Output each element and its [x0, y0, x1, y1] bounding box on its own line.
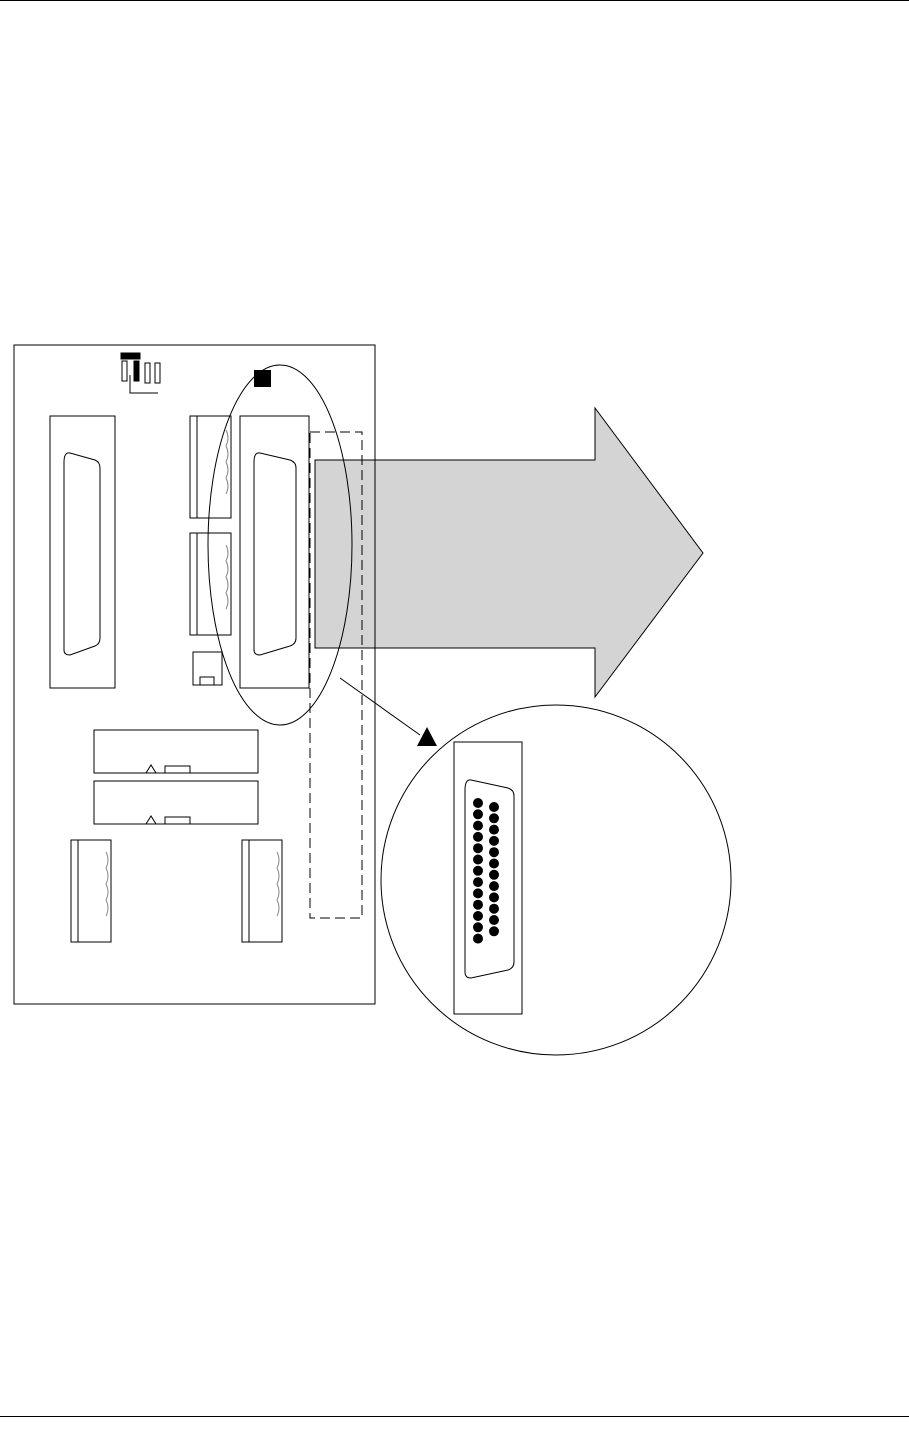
connector-pin: [473, 798, 483, 808]
highlight-square-marker: [254, 370, 271, 387]
small-jack: [193, 652, 222, 685]
callout-leader-line: [340, 678, 420, 735]
connector-pin: [489, 847, 499, 857]
connector-pin: [473, 809, 483, 819]
connector-pin: [489, 915, 499, 925]
connector-pin: [489, 802, 499, 812]
ribbon-header-1: [94, 730, 258, 773]
connector-pin: [473, 934, 483, 944]
connector-pin: [489, 904, 499, 914]
footer-rule: [0, 1416, 909, 1417]
left-dsub-connector: [50, 416, 115, 688]
terminal-block-upper: [190, 416, 231, 518]
connector-pin: [473, 866, 483, 876]
triangle-marker: [417, 727, 437, 746]
center-dsub-connector: [240, 416, 309, 688]
terminal-block-bottom-left: [71, 840, 111, 942]
connector-pin: [473, 922, 483, 932]
callout-db25-connector: [454, 742, 522, 1014]
connector-pin: [489, 825, 499, 835]
connector-pin: [489, 892, 499, 902]
expansion-arrow: [315, 408, 703, 697]
connector-pin: [473, 821, 483, 831]
connector-pin: [489, 813, 499, 823]
terminal-block-bottom-right: [242, 840, 282, 942]
connector-pin: [473, 855, 483, 865]
connector-pin: [473, 832, 483, 842]
board-outline: [14, 345, 375, 1004]
connector-pin: [489, 836, 499, 846]
connector-pin: [473, 911, 483, 921]
connector-pin: [489, 881, 499, 891]
connector-pin: [489, 926, 499, 936]
ribbon-header-2: [94, 781, 258, 824]
callout-pins: [473, 798, 499, 944]
connector-pin: [473, 900, 483, 910]
jumper-block: [121, 353, 160, 393]
connector-pin: [473, 888, 483, 898]
connector-pin: [473, 843, 483, 853]
terminal-block-lower: [190, 533, 231, 635]
connector-pin: [489, 859, 499, 869]
connector-pin: [473, 877, 483, 887]
connector-pin: [489, 870, 499, 880]
callout-circle: [381, 705, 731, 1055]
